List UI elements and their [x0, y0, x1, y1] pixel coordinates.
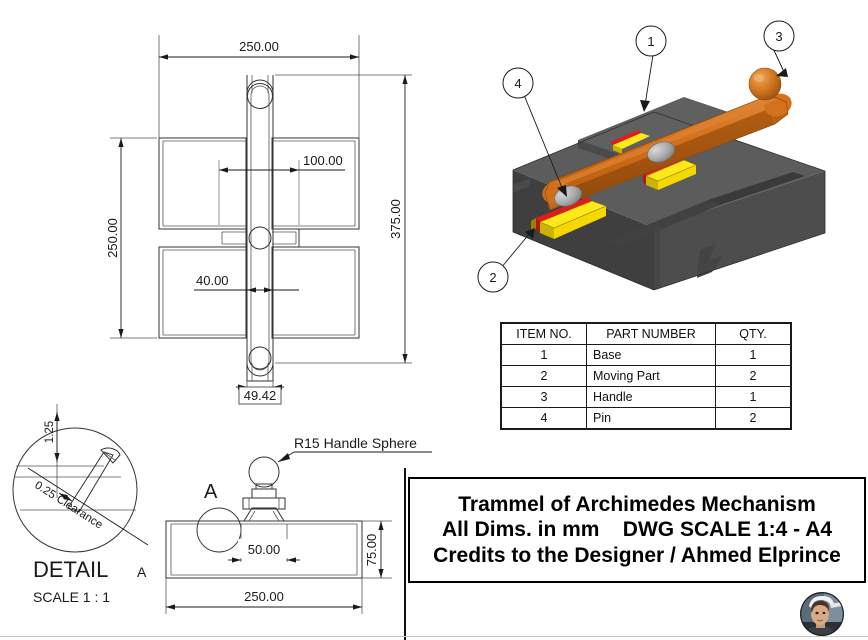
side-view: A R15 Handle Sphere 50.00: [165, 435, 432, 614]
table-row: 3 Handle 1: [500, 386, 792, 408]
dim-base-height: 75.00: [362, 520, 392, 579]
bom-header-row: ITEM NO. PART NUMBER QTY.: [500, 322, 792, 345]
title-line-2: All Dims. in mm DWG SCALE 1:4 - A4: [441, 518, 833, 542]
note-handle-sphere: R15 Handle Sphere: [277, 435, 432, 463]
balloon-3-label: 3: [775, 29, 782, 44]
designer-avatar: [800, 592, 844, 636]
dim-value-bar-width: 49.42: [244, 388, 277, 403]
table-row: 1 Base 1: [500, 344, 792, 366]
arm-bar: [246, 75, 274, 382]
dim-value-base-height: 75.00: [364, 534, 379, 567]
title-block-divider: [404, 468, 406, 640]
dim-value-base-length: 250.00: [244, 589, 284, 604]
dim-arm-width: 40.00: [194, 273, 299, 293]
note-text-handle-sphere: R15 Handle Sphere: [294, 435, 417, 451]
bom-part-number: Moving Part: [586, 365, 716, 387]
title-block: Trammel of Archimedes Mechanism All Dims…: [408, 477, 866, 583]
title-line-3: Credits to the Designer / Ahmed Elprince: [433, 543, 841, 567]
balloon-3[interactable]: 3: [763, 20, 795, 52]
iso-handle-sphere: [748, 67, 782, 101]
bom-item-no: 4: [500, 407, 587, 430]
bom-qty: 2: [715, 365, 792, 387]
dim-value-arm-width: 40.00: [196, 273, 229, 288]
balloon-1[interactable]: 1: [635, 25, 667, 57]
dim-base-length: 250.00: [165, 578, 363, 614]
dim-bar-width: 49.42: [236, 381, 284, 405]
bom-part-number: Pin: [586, 407, 716, 430]
balloon-2[interactable]: 2: [477, 261, 509, 293]
bom-header-qty: QTY.: [715, 322, 792, 345]
top-view: 250.00 100.00 250.00 40.00: [105, 35, 412, 405]
plate-bodies: [158, 137, 360, 339]
iso-slider-lower: [531, 197, 607, 239]
dim-value-lip-height: 1.25: [44, 421, 56, 443]
bom-header-part-number: PART NUMBER: [586, 322, 716, 345]
bom-item-no: 2: [500, 365, 587, 387]
dim-value-slot-length: 100.00: [303, 153, 343, 168]
bom-item-no: 1: [500, 344, 587, 366]
detail-letter: A: [137, 564, 147, 580]
bom-item-no: 3: [500, 386, 587, 408]
dim-boss-width: 50.00: [228, 524, 300, 563]
bom-part-number: Handle: [586, 386, 716, 408]
dim-overall-width: 250.00: [158, 35, 360, 140]
table-row: 4 Pin 2: [500, 407, 792, 430]
balloon-4[interactable]: 4: [502, 67, 534, 99]
dim-value-boss-width: 50.00: [248, 542, 281, 557]
avatar-photo: [800, 592, 844, 636]
title-line-1: Trammel of Archimedes Mechanism: [458, 492, 816, 516]
dim-value-arm-height-left: 250.00: [105, 218, 120, 258]
balloon-4-label: 4: [514, 76, 521, 91]
iso-pin-upper: [647, 141, 675, 163]
detail-a-view: 1.25 0.25 Clearance DETAIL A SCALE 1 : 1: [12, 404, 149, 605]
table-row: 2 Moving Part 2: [500, 365, 792, 387]
balloon-2-label: 2: [489, 270, 496, 285]
bom-qty: 1: [715, 344, 792, 366]
bom-header-item-no: ITEM NO.: [500, 322, 587, 345]
detail-scale: SCALE 1 : 1: [33, 589, 110, 605]
sheet-bottom-rule: [0, 636, 868, 637]
dim-lip-height: 1.25: [44, 404, 60, 498]
dim-slot-length: 100.00: [219, 153, 345, 173]
section-letter-a: A: [204, 481, 218, 503]
dim-arm-height-left: 250.00: [105, 137, 157, 339]
bom-part-number: Base: [586, 344, 716, 366]
dim-value-overall-height: 375.00: [388, 199, 403, 239]
bom-qty: 2: [715, 407, 792, 430]
balloon-leaders: [500, 45, 788, 269]
dim-overall-height: 375.00: [275, 74, 412, 364]
bom-qty: 1: [715, 386, 792, 408]
iso-slider-fragment: [610, 130, 650, 154]
isometric-view: 1 3 4 2: [477, 20, 826, 293]
detail-title: DETAIL: [33, 557, 108, 582]
balloon-1-label: 1: [647, 34, 654, 49]
dim-value-overall-width: 250.00: [239, 39, 279, 54]
bill-of-materials-table: ITEM NO. PART NUMBER QTY. 1 Base 1 2 Mov…: [500, 322, 792, 430]
